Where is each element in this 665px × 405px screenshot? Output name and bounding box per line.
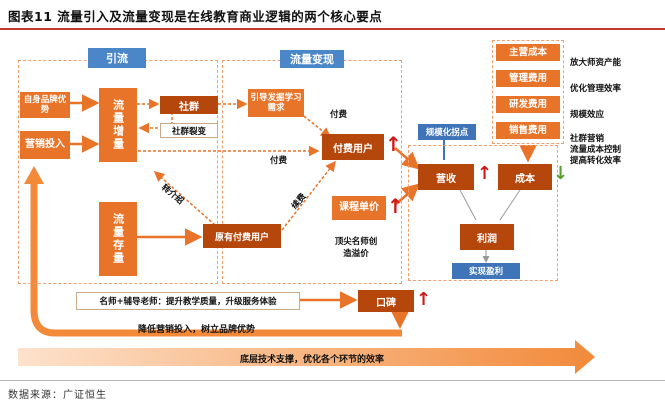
tech-support-arrow bbox=[18, 340, 595, 374]
source-note: 数据来源：广证恒生 bbox=[8, 390, 107, 401]
marketing-box: 营销投入 bbox=[20, 131, 70, 159]
footer-divider bbox=[0, 380, 665, 381]
cost-note-main: 放大师资产能 bbox=[570, 58, 622, 68]
lower-marketing-label: 降低营销投入，树立品牌优势 bbox=[138, 325, 256, 335]
profit-box: 利润 bbox=[460, 224, 514, 250]
traffic-monetize-header: 流量变现 bbox=[280, 50, 344, 68]
pay-label-2: 付费 bbox=[270, 156, 288, 166]
cost-item-main: 主营成本 bbox=[496, 44, 560, 61]
traffic-increase-box: 流量增量 bbox=[99, 88, 137, 162]
teacher-quality-box: 名师+辅导老师：提升教学质量，升级服务体验 bbox=[76, 292, 300, 310]
cost-item-admin: 管理费用 bbox=[496, 70, 560, 87]
title-divider bbox=[0, 28, 665, 30]
community-split-box: 社群裂变 bbox=[160, 123, 218, 138]
existing-users-box: 原有付费用户 bbox=[203, 224, 281, 248]
realize-profit-box: 实现盈利 bbox=[452, 263, 520, 279]
traffic-stock-box: 流量存量 bbox=[99, 202, 137, 276]
pay-label-1: 付费 bbox=[330, 110, 348, 120]
page-title: 图表11 流量引入及流量变现是在线教育商业逻辑的两个核心要点 bbox=[8, 9, 383, 24]
unit-price-box: 课程单价 bbox=[332, 196, 386, 220]
tech-support-label: 底层技术支撑，优化各个环节的效率 bbox=[240, 355, 385, 365]
cost-note-admin: 优化管理效率 bbox=[570, 84, 622, 94]
cost-item-sales: 销售费用 bbox=[496, 122, 560, 139]
brand-advantage-box: 自身品牌优势 bbox=[20, 92, 70, 118]
cost-items-frame bbox=[492, 40, 564, 144]
cost-note-rnd: 规模效应 bbox=[570, 110, 605, 120]
traffic-in-header: 引流 bbox=[88, 48, 146, 68]
community-box: 社群 bbox=[160, 96, 218, 114]
paying-up-arrow: ↑ bbox=[385, 132, 402, 156]
profit-section bbox=[408, 145, 558, 281]
reputation-up-arrow: ↑ bbox=[416, 289, 432, 310]
reputation-box: 口碑 bbox=[358, 290, 414, 312]
top-teachers-label: 顶尖名师创造溢价 bbox=[334, 237, 378, 259]
cost-note-sales: 社群营销 流量成本控制 提高转化效率 bbox=[570, 134, 622, 166]
guide-needs-box: 引导发掘学习需求 bbox=[248, 89, 304, 117]
paying-users-box: 付费用户 bbox=[322, 134, 384, 160]
cost-down-arrow: ↓ bbox=[553, 163, 569, 184]
cost-item-rnd: 研发费用 bbox=[496, 96, 560, 113]
price-up-arrow: ↑ bbox=[387, 194, 404, 218]
revenue-up-arrow: ↑ bbox=[477, 163, 493, 184]
scale-point-box: 规模化拐点 bbox=[418, 124, 476, 140]
revenue-box: 营收 bbox=[418, 164, 474, 190]
cost-box: 成本 bbox=[498, 164, 552, 190]
